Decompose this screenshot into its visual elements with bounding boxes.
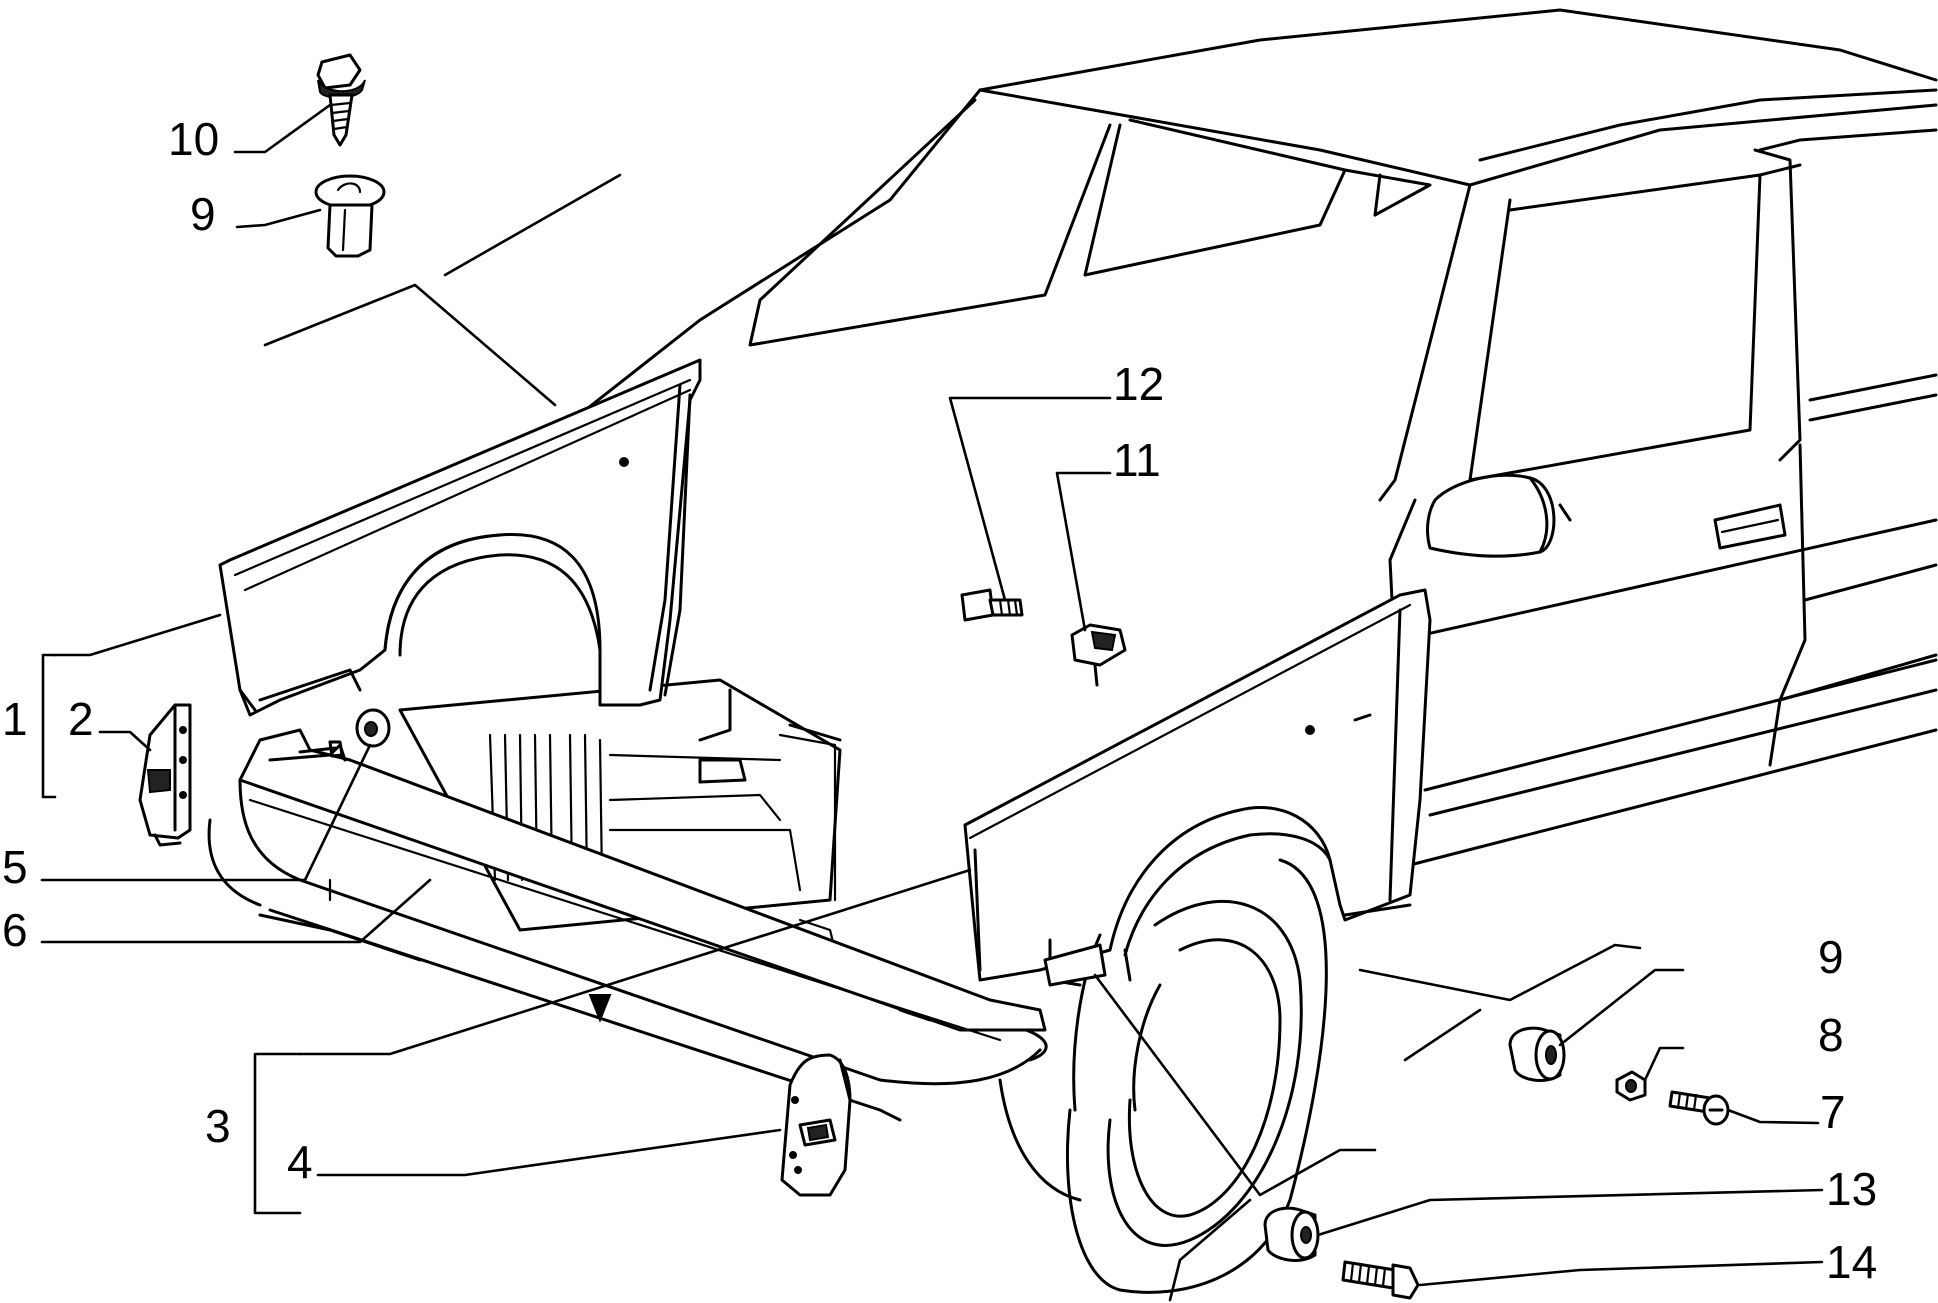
part-10-screw	[316, 53, 366, 147]
callout-9-top: 9	[190, 188, 216, 240]
part-5-nut	[355, 708, 391, 748]
callout-8: 8	[1818, 1009, 1844, 1061]
part-12-bolt	[960, 588, 1024, 622]
callout-2: 2	[68, 693, 94, 745]
part-9-clip-nut-right	[1508, 1026, 1566, 1082]
part-9-clip-nut-top	[314, 174, 386, 258]
callout-14: 14	[1826, 1236, 1877, 1288]
part-4-bracket	[780, 1053, 852, 1197]
part-13-clip-nut	[1263, 1206, 1320, 1262]
callout-4: 4	[287, 1136, 313, 1188]
part-2-bracket	[138, 703, 192, 847]
right-front-fender	[963, 588, 1432, 987]
leader-lines	[40, 103, 1824, 1302]
left-front-fender	[218, 358, 702, 717]
callout-9-right: 9	[1818, 931, 1844, 983]
callout-10: 10	[168, 113, 219, 165]
part-14-bolt	[1341, 1260, 1420, 1300]
callout-6: 6	[2, 904, 28, 956]
part-11-clip	[1070, 623, 1127, 687]
front-bumper	[238, 728, 1047, 1086]
part-7-screw	[1668, 1090, 1730, 1126]
callout-11: 11	[1113, 434, 1161, 486]
fender-mount-tab	[1043, 943, 1107, 987]
callout-12: 12	[1113, 358, 1164, 410]
bumper-bracket-stud	[298, 740, 344, 758]
callout-13: 13	[1826, 1163, 1877, 1215]
front-wheel	[998, 858, 1328, 1294]
callout-5: 5	[2, 841, 28, 893]
part-8-nut	[1615, 1070, 1647, 1102]
callout-7: 7	[1820, 1086, 1846, 1138]
callout-1: 1	[2, 693, 28, 745]
car-body-outline	[207, 8, 1938, 1122]
callout-3: 3	[205, 1100, 231, 1152]
